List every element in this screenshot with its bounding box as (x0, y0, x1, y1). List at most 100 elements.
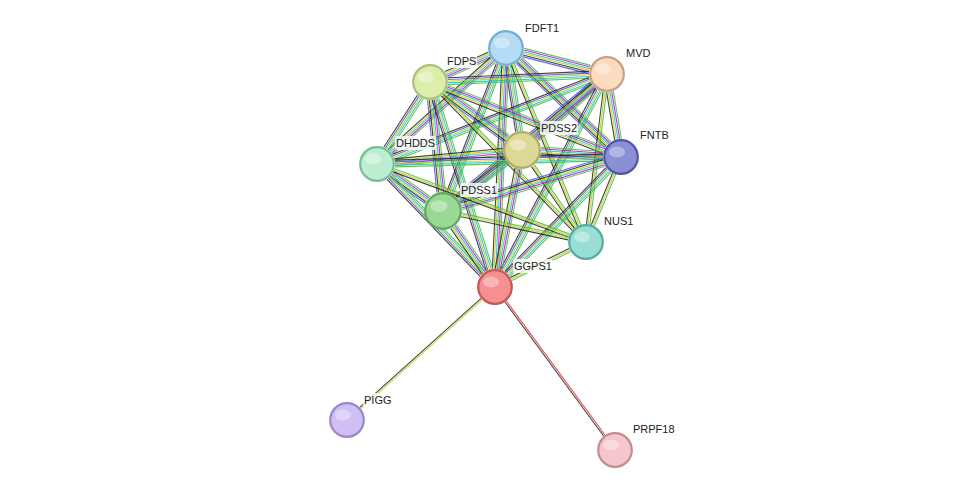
evidence-line (505, 302, 604, 436)
protein-node: FDPS (412, 64, 448, 100)
protein-node: PRPF18 (597, 432, 633, 468)
evidence-line (461, 217, 568, 240)
protein-circle (603, 139, 639, 175)
evidence-line (455, 226, 486, 271)
evidence-line (610, 92, 618, 140)
protein-node: FNTB (603, 139, 639, 175)
interaction-edge (442, 89, 509, 142)
interaction-edge (461, 213, 569, 239)
protein-node: GGPS1 (477, 269, 513, 305)
node-label: GGPS1 (513, 259, 553, 273)
node-shine (609, 147, 625, 158)
node-disc (330, 403, 364, 437)
node-disc (413, 65, 447, 99)
node-label: FDPS (446, 54, 477, 68)
node-label: PIGG (363, 393, 393, 407)
protein-circle (359, 146, 395, 182)
node-shine (509, 139, 526, 150)
evidence-line (524, 48, 590, 65)
evidence-line (393, 172, 568, 237)
node-shine (574, 232, 590, 243)
evidence-line (392, 61, 494, 153)
evidence-line (498, 169, 518, 270)
evidence-line (452, 228, 483, 273)
protein-circle (412, 64, 448, 100)
evidence-line (462, 213, 569, 236)
evidence-line (451, 229, 482, 274)
evidence-line (511, 250, 570, 279)
interaction-edge (505, 301, 605, 436)
protein-node: PDSS2 (503, 131, 541, 169)
evidence-line (506, 301, 605, 435)
node-label: DHDDS (395, 136, 436, 150)
node-shine (483, 277, 499, 288)
node-shine (418, 72, 434, 83)
node-shine (595, 64, 611, 75)
protein-circle (488, 30, 524, 66)
evidence-line (506, 169, 607, 273)
protein-node: DHDDS (359, 146, 395, 182)
node-label: MVD (625, 46, 651, 60)
evidence-line (497, 168, 517, 269)
interaction-edge (510, 248, 570, 280)
protein-node: PDSS1 (424, 192, 462, 230)
evidence-line (607, 92, 615, 140)
node-shine (430, 200, 447, 211)
node-disc (604, 140, 638, 174)
protein-node: FDFT1 (488, 30, 524, 66)
evidence-line (458, 162, 507, 200)
node-disc (598, 433, 632, 467)
evidence-line (446, 54, 489, 73)
node-shine (365, 154, 381, 165)
evidence-line (394, 169, 569, 234)
node-label: PDSS1 (460, 183, 498, 197)
evidence-line (461, 161, 604, 204)
evidence-line (454, 227, 485, 272)
interaction-edge (448, 71, 589, 84)
evidence-line (509, 171, 610, 275)
interaction-edge (505, 168, 611, 277)
protein-circle (597, 432, 633, 468)
protein-node: NUS1 (568, 224, 604, 260)
evidence-line (510, 172, 611, 276)
evidence-line (445, 52, 488, 71)
node-disc (569, 225, 603, 259)
evidence-line (360, 298, 481, 407)
interaction-edge (607, 91, 622, 140)
node-disc (489, 31, 523, 65)
node-shine (335, 410, 351, 421)
evidence-line (395, 154, 603, 160)
evidence-line (457, 160, 506, 198)
node-shine (494, 38, 510, 49)
protein-circle (589, 56, 625, 92)
evidence-line (508, 170, 609, 274)
evidence-line (510, 248, 569, 277)
node-label: FNTB (639, 128, 670, 142)
interaction-edge (395, 154, 603, 167)
node-disc (590, 57, 624, 91)
evidence-line (495, 168, 515, 269)
evidence-line (608, 92, 616, 140)
node-shine (603, 440, 619, 451)
interaction-edge (451, 225, 488, 274)
node-label: PRPF18 (632, 422, 676, 436)
node-label: FDFT1 (524, 21, 560, 35)
evidence-line (462, 215, 569, 238)
node-disc (360, 147, 394, 181)
interaction-edge (495, 168, 522, 270)
evidence-line (459, 163, 508, 201)
node-label: PDSS2 (540, 121, 578, 135)
evidence-line (512, 252, 571, 281)
protein-node: MVD (589, 56, 625, 92)
node-disc (425, 193, 461, 229)
protein-circle (503, 131, 541, 169)
evidence-line (361, 300, 482, 409)
evidence-line (394, 170, 569, 235)
node-disc (478, 270, 512, 304)
evidence-line (460, 160, 603, 203)
evidence-line (457, 225, 488, 270)
node-disc (504, 132, 540, 168)
protein-circle (477, 269, 513, 305)
